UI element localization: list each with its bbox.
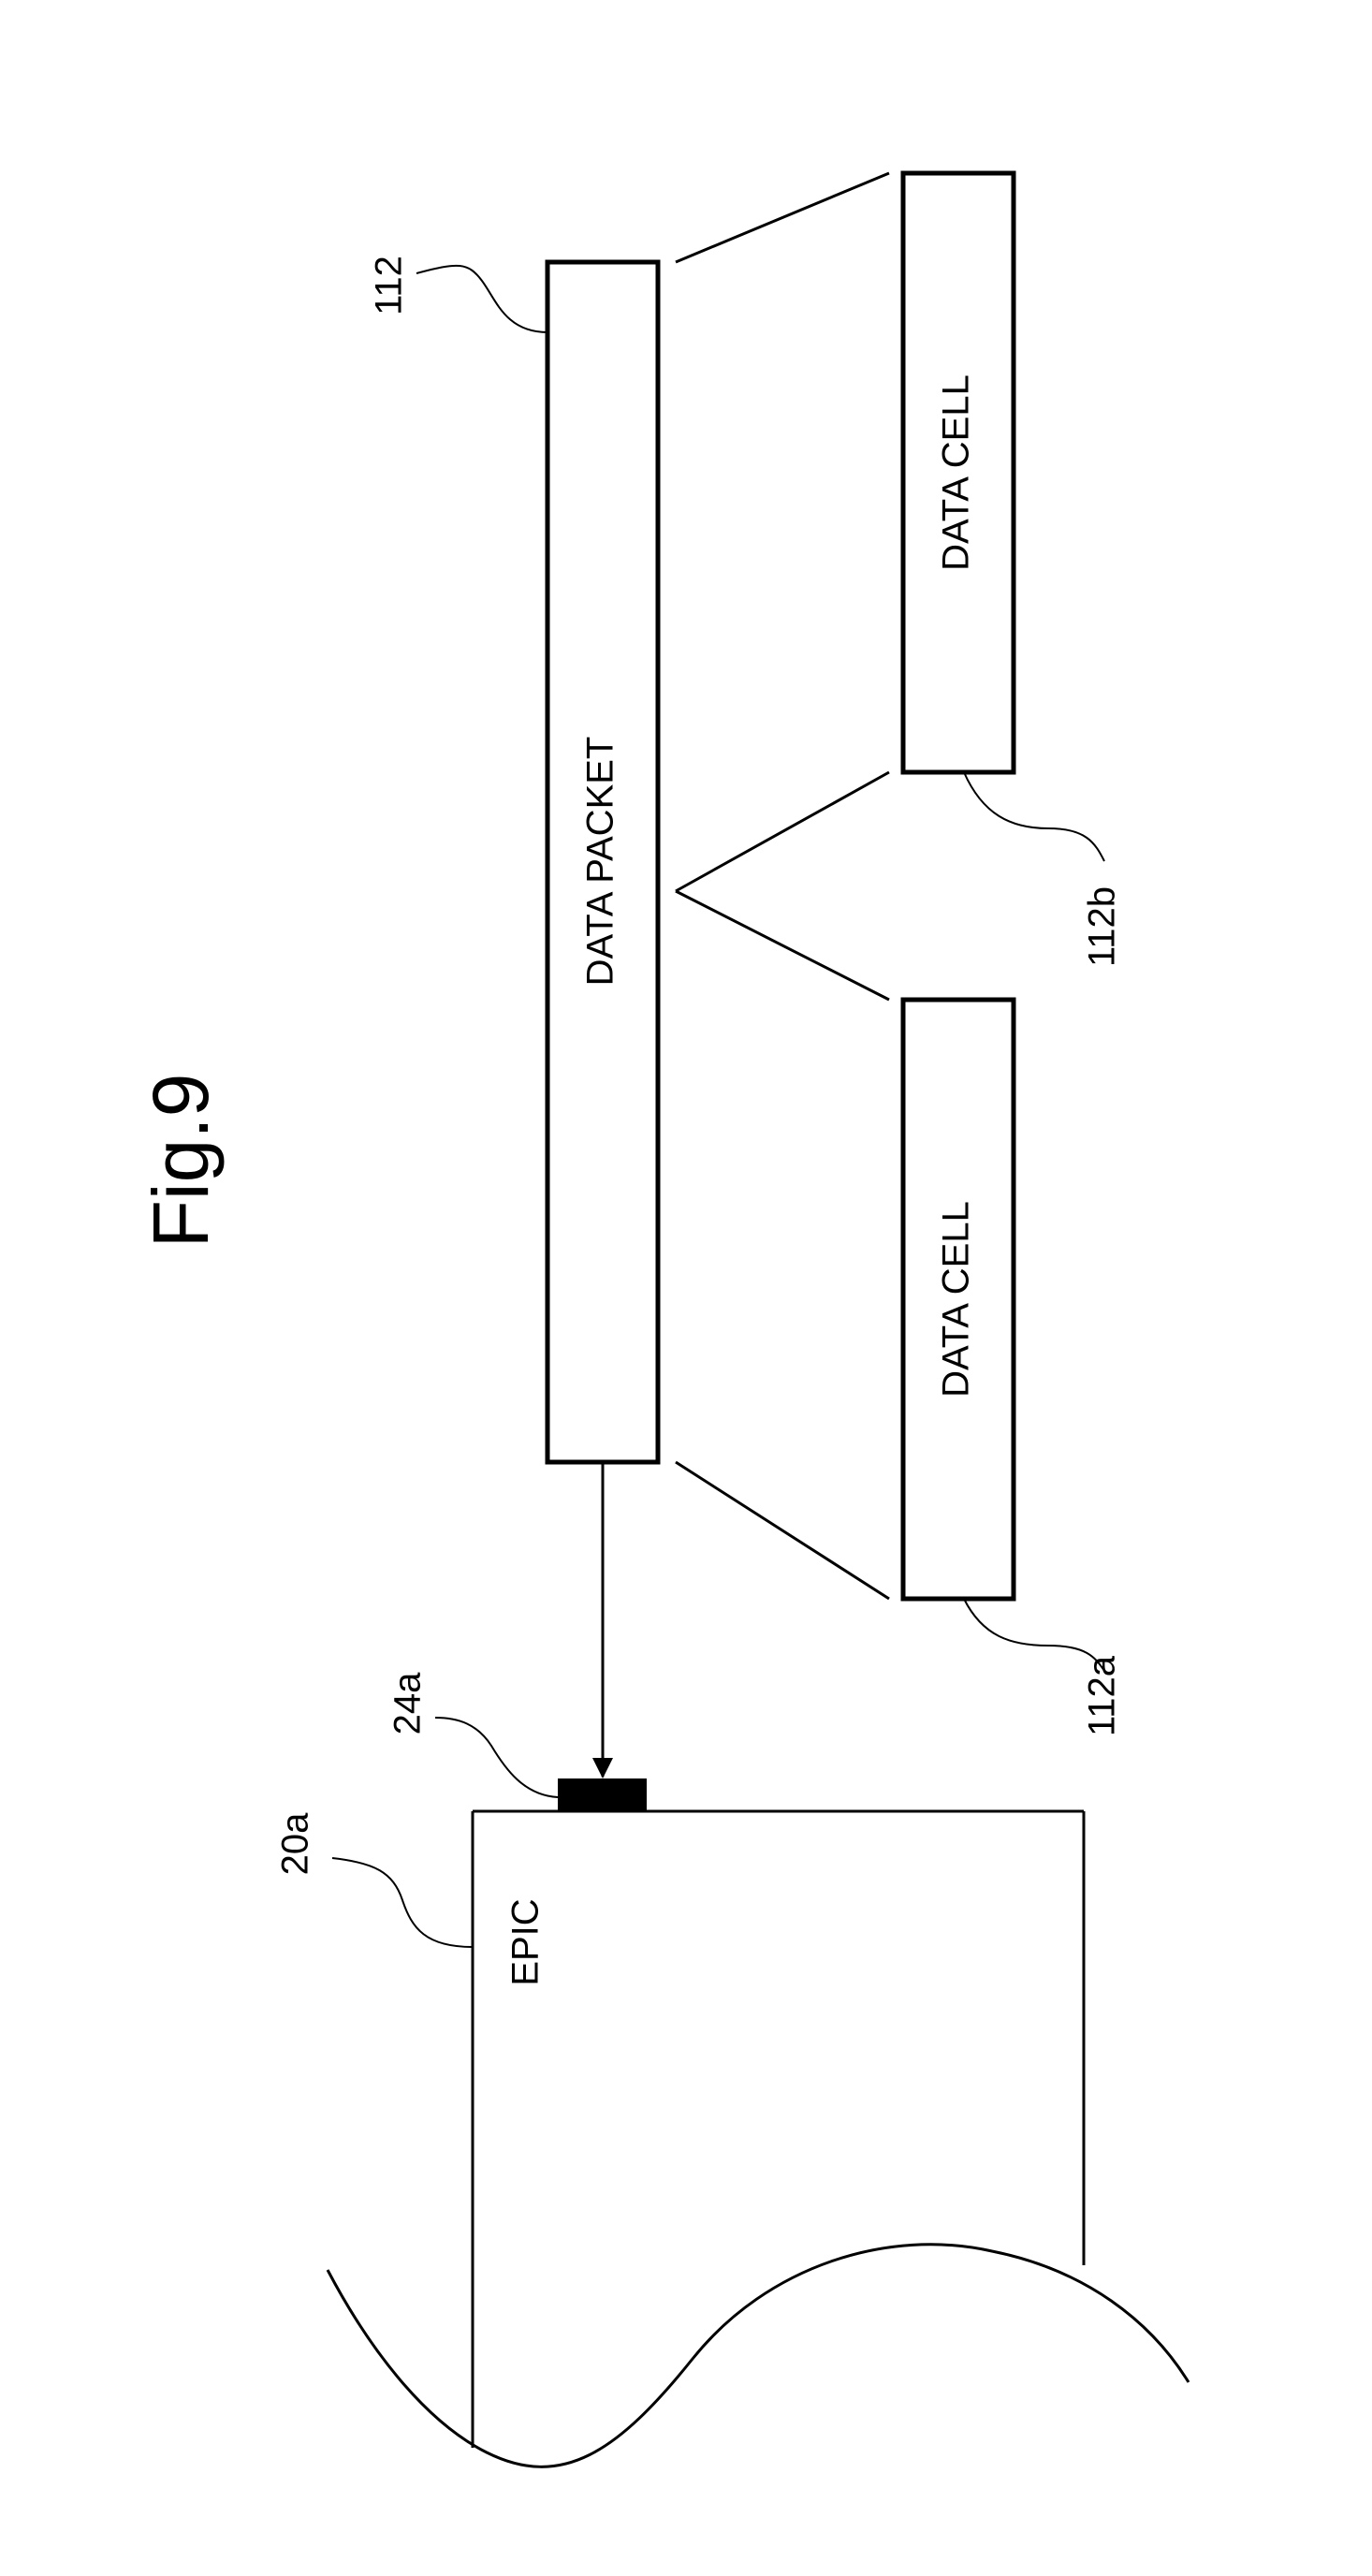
- ref-112-leader: [416, 264, 548, 333]
- figure-title: Fig.9: [137, 1074, 225, 1249]
- ref-112-label: 112: [369, 256, 410, 315]
- ref-20a-label: 20a: [275, 1812, 316, 1875]
- epic-wavy-cut: [326, 2243, 1190, 2468]
- expansion-line-mid-upper: [675, 770, 890, 893]
- data-cell-a-label: DATA CELL: [936, 1201, 977, 1398]
- data-cell-b-box: [900, 170, 1016, 775]
- epic-block: EPIC: [326, 1809, 1190, 2468]
- ref-24a-label: 24a: [387, 1672, 429, 1734]
- expansion-line-mid-lower: [675, 889, 890, 1002]
- port-24a: [558, 1778, 647, 1811]
- epic-label: EPIC: [505, 1898, 547, 1985]
- expansion-line-top: [675, 171, 890, 264]
- data-cell-b-label: DATA CELL: [936, 374, 977, 571]
- ref-20a-leader: [331, 1857, 474, 1948]
- data-packet-block: DATA PACKET: [545, 259, 661, 1465]
- data-packet-box: [545, 259, 661, 1465]
- data-cell-a-block: DATA CELL: [900, 997, 1016, 1602]
- data-cell-b-block: DATA CELL: [900, 170, 1016, 775]
- ref-24a-leader: [434, 1717, 559, 1798]
- ref-112a-label: 112a: [1082, 1655, 1123, 1736]
- ref-112b-label: 112b: [1082, 886, 1123, 967]
- expansion-line-bottom: [675, 1460, 890, 1601]
- ref-112b-leader: [963, 771, 1105, 862]
- data-cell-a-box: [900, 997, 1016, 1602]
- data-packet-label: DATA PACKET: [580, 737, 621, 987]
- ref-112a-leader: [963, 1598, 1105, 1672]
